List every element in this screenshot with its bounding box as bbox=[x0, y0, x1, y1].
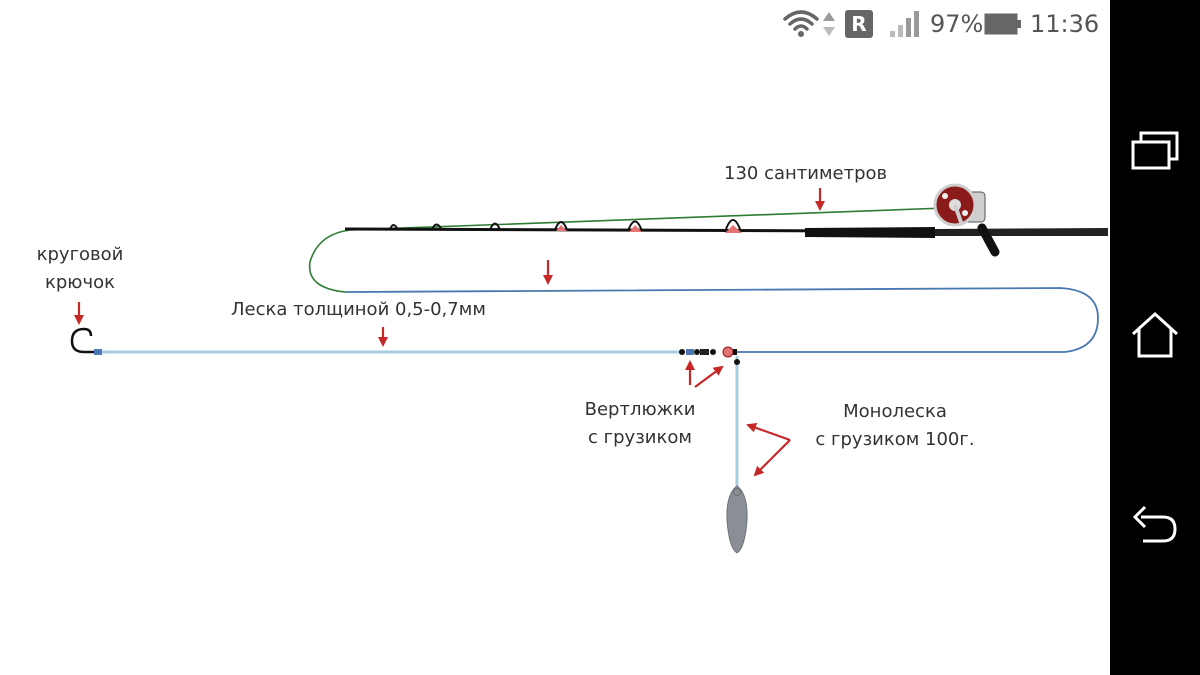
annotation-arrows bbox=[74, 188, 825, 477]
back-icon bbox=[1132, 505, 1177, 543]
circle-hook bbox=[70, 327, 96, 354]
mono-label: Монолеска с грузиком 100г. bbox=[805, 398, 985, 454]
fishing-rig-diagram: круговой крючок Леска толщиной 0,5-0,7мм… bbox=[0, 48, 1110, 675]
hook-label: круговой крючок bbox=[20, 241, 140, 297]
carrier-badge-text: R bbox=[845, 10, 873, 38]
hook-label-line1: круговой bbox=[36, 244, 124, 265]
back-button[interactable] bbox=[1125, 495, 1185, 555]
navigation-bar bbox=[1110, 0, 1200, 675]
home-icon bbox=[1131, 311, 1179, 358]
battery-icon bbox=[984, 0, 1022, 48]
recent-apps-icon bbox=[1131, 131, 1179, 170]
swivels-label-line1: Вертлюжки bbox=[584, 399, 696, 420]
arrow-swivel-2 bbox=[694, 365, 724, 388]
recent-apps-button[interactable] bbox=[1125, 120, 1185, 180]
battery-percent: 97% bbox=[930, 10, 984, 38]
home-button[interactable] bbox=[1125, 305, 1185, 365]
green-line bbox=[308, 207, 946, 293]
arrow-mono-1 bbox=[746, 422, 791, 442]
roaming-badge-icon: R bbox=[845, 0, 873, 48]
arrow-mono-2 bbox=[753, 439, 791, 477]
rod-length-label: 130 сантиметров bbox=[724, 163, 888, 184]
swivels bbox=[679, 346, 737, 358]
reel bbox=[933, 183, 1000, 257]
hook-label-line2: крючок bbox=[45, 272, 115, 293]
mono-label-line1: Монолеска bbox=[843, 401, 947, 422]
wifi-icon bbox=[782, 0, 820, 48]
rig-illustration bbox=[70, 183, 1109, 554]
signal-icon bbox=[888, 0, 920, 48]
mono-label-line2: с грузиком 100г. bbox=[815, 429, 975, 450]
swivels-label-line2: с грузиком bbox=[588, 427, 692, 448]
swivels-label: Вертлюжки с грузиком bbox=[570, 396, 710, 452]
rod-guides bbox=[389, 219, 742, 233]
status-bar: R 97% 11:36 bbox=[0, 0, 1110, 48]
rod-handle bbox=[805, 227, 935, 238]
sinker bbox=[726, 485, 748, 554]
clock: 11:36 bbox=[1030, 10, 1100, 38]
main-line-loop bbox=[344, 287, 1099, 353]
line-thickness-label: Леска толщиной 0,5-0,7мм bbox=[231, 299, 486, 320]
rod-butt bbox=[935, 228, 1108, 236]
guide-feet bbox=[556, 225, 742, 233]
data-arrows-icon bbox=[822, 0, 836, 48]
